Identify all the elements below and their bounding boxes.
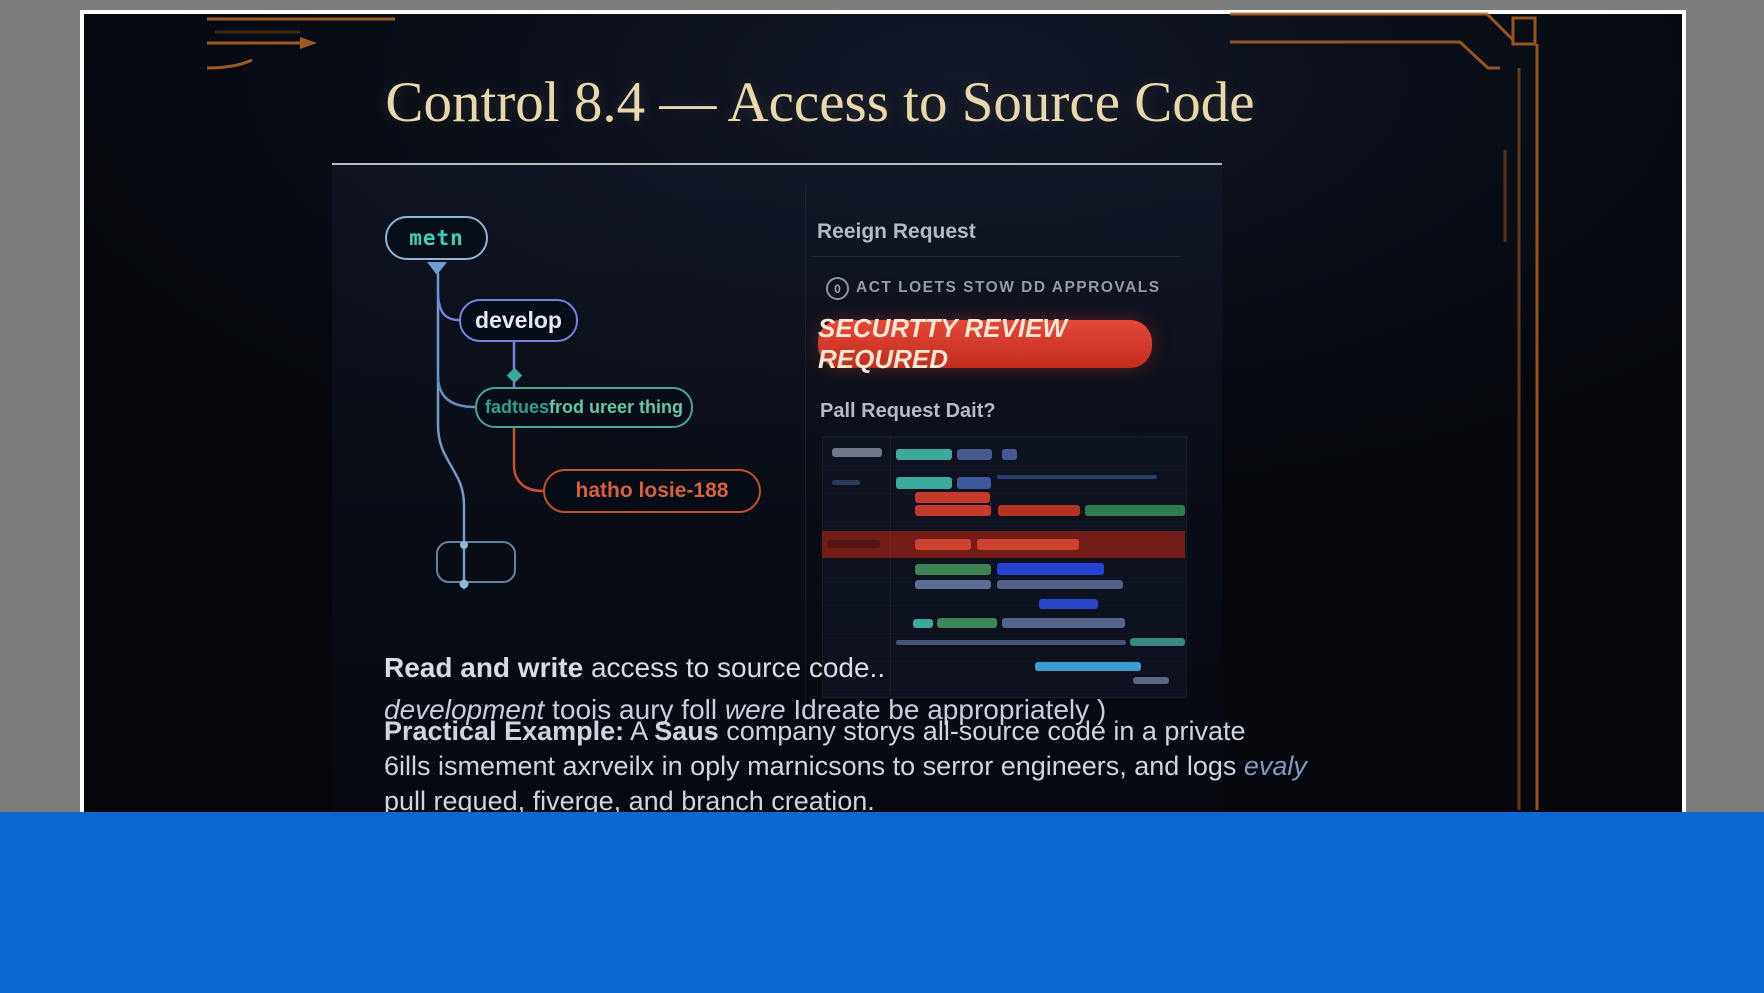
body-line2-mid: toois aury foll (544, 694, 725, 725)
body-line1-bold: Read and write (384, 652, 584, 683)
corner-ornament-top-left (206, 17, 395, 70)
body-line1-rest: access to source code.. (583, 652, 886, 683)
branch-pill-feature: fadtues frod ureer thing (475, 387, 693, 428)
body-line2-italic1: development (384, 694, 545, 725)
body-line-1: Read and write access to source code.. (384, 652, 885, 684)
body-line2-italic2: were (724, 694, 786, 725)
develop-commit-node (506, 367, 523, 384)
corner-ornament-top-right (1230, 12, 1539, 810)
gantt-column-divider (890, 437, 891, 695)
review-request-heading: Reeign Request (817, 220, 976, 243)
branch-pill-hotfix: hatho losie-188 (543, 469, 761, 513)
body-line-2: development toois aury foll were Idreate… (384, 694, 1106, 726)
commit-node (460, 541, 468, 549)
gantt-highlight-row (822, 531, 1185, 558)
pull-request-gantt (822, 436, 1187, 698)
approvals-count-badge: 0 (826, 277, 849, 300)
info-banner: ISO 27002:2022 Controls Part 2 (30-slide… (0, 812, 1764, 993)
approvals-caps-text: ACT LOETS STOW DD APPROVALS (856, 279, 1161, 296)
practical-example-label: Practical Example: (384, 716, 625, 746)
commit-node (459, 579, 469, 589)
body-line2-rest: Idreate be appropriately ) (785, 694, 1107, 725)
slide-title: Control 8.4 — Access to Source Code (385, 71, 1255, 134)
main-branch-marker (427, 262, 447, 275)
pull-request-gantt-heading: Pall Request Dait? (820, 400, 996, 422)
feature-label-part1: fadtues (484, 397, 549, 417)
practical-example-paragraph: Practical Example: A Saus company storys… (384, 716, 1307, 816)
branch-pill-develop: develop (459, 299, 578, 342)
ornament-arrowhead (300, 37, 317, 49)
panel-divider (805, 186, 806, 736)
branch-pill-main: metn (385, 216, 488, 260)
heading-divider (812, 256, 1180, 257)
highlighted-word: evaly (1243, 751, 1307, 781)
security-review-alert: SECURTTY REVIEW REQURED (818, 313, 1152, 374)
feature-label-part2: frod ureer thing (549, 397, 683, 417)
